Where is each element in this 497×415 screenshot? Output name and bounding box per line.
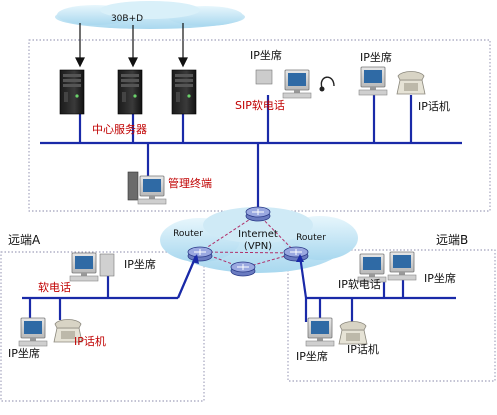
remote-b-ip-seat-top-label: IP坐席 [424, 272, 456, 285]
center-ip-phone-label: IP话机 [418, 100, 450, 113]
router-right-label: Router [296, 233, 326, 243]
center-ip-seat-1-label: IP坐席 [250, 49, 282, 62]
remote-a-softphone-label: 软电话 [38, 281, 71, 294]
remote-b-lan [298, 255, 456, 322]
router-left-label: Router [173, 229, 203, 239]
mgmt-terminal [127, 171, 167, 205]
remote-b-ip-seat-bottom-label: IP坐席 [296, 350, 328, 363]
remote-a-border [0, 251, 205, 402]
remote-b-ip-phone [338, 321, 368, 345]
cloud-links [75, 23, 188, 68]
remote-a-ip-seat-top-label: IP坐席 [124, 258, 156, 271]
remote-b-border [287, 249, 496, 382]
center-ip-phone [396, 71, 426, 95]
sip-softphone-label: SIP软电话 [235, 99, 285, 112]
center-ip-seat [358, 66, 388, 96]
remote-b-ip-seat-bottom [305, 317, 335, 347]
pstn-cloud [55, 1, 245, 29]
remote-b-softphone-label: IP软电话 [338, 278, 381, 291]
internet-cloud [160, 207, 358, 273]
center-servers-label: 中心服务器 [92, 123, 147, 136]
remote-a-ip-seat-bottom [18, 317, 48, 347]
remote-a-ip-seat-top [69, 252, 115, 282]
center-lan [40, 95, 462, 212]
center-ip-seat-softphone [255, 69, 335, 99]
center-ip-seat-2-label: IP坐席 [360, 51, 392, 64]
internet-subtitle: (VPN) [244, 241, 272, 252]
remote-b-ip-phone-label: IP话机 [347, 343, 379, 356]
mgmt-terminal-label: 管理终端 [168, 177, 212, 190]
remote-a-ip-phone-label: IP话机 [74, 335, 106, 348]
remote-b-title: 远端B [436, 233, 469, 247]
internet-title: Internet [238, 229, 278, 240]
remote-a-title: 远端A [8, 233, 41, 247]
center-servers [59, 69, 197, 115]
cloud-top-label: 30B+D [111, 14, 143, 24]
remote-a-ip-seat-bottom-label: IP坐席 [8, 347, 40, 360]
